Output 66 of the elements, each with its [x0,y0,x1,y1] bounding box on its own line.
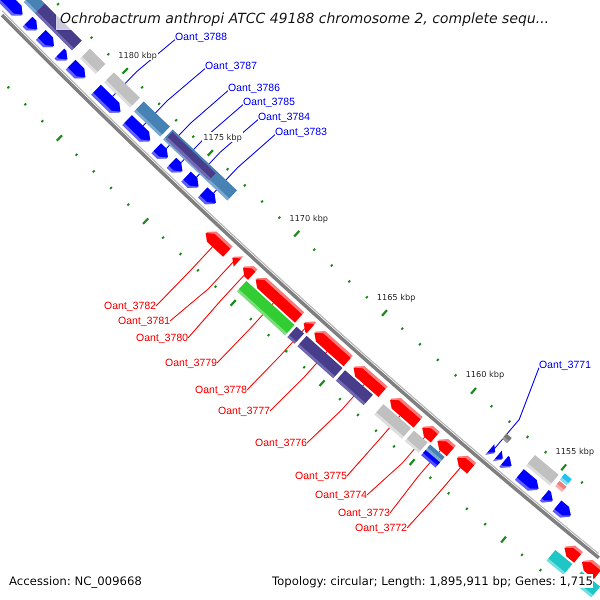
leader-line [366,436,426,496]
gene-label: Oant_3781 [118,315,170,327]
gene-marker [91,84,121,113]
gene-marker [514,469,539,491]
gene-label: Oant_3772 [355,522,407,534]
leader-line [494,367,540,450]
scale-label: 1160 kbp [464,369,506,380]
gene-marker [66,60,86,78]
gene-marker [540,490,553,503]
gene-marker [256,278,304,323]
gene-marker [304,321,316,334]
gene-marker [206,232,233,257]
gene-marker [166,158,183,173]
gene-marker [390,398,423,428]
gene-marker [456,456,476,474]
leader-line [246,328,306,390]
gene-marker [552,500,571,518]
gene-marker [485,444,496,455]
scale-label: 1165 kbp [376,292,416,302]
gene-marker [181,172,199,188]
gene-marker [354,366,388,397]
gene-marker [0,0,23,16]
gene-marker [422,426,440,442]
gene-label: Oant_3780 [136,332,188,344]
leader-line [170,261,234,322]
scale-label: 1170 kbp [288,212,329,223]
gene-label: Oant_3777 [218,405,270,417]
leader-line [188,274,245,338]
leader-line [406,467,461,528]
gene-label: Oant_3773 [338,507,390,519]
gene-label: Oant_3784 [258,111,310,123]
gene-marker [54,48,68,61]
gene-marker [492,450,503,462]
gene-marker [499,456,512,468]
scale-label: 1180 kbp [117,50,158,60]
leader-line [166,90,228,149]
footer-text: Accession: NC_009668 [9,574,142,588]
gene-marker [242,266,258,280]
gene-marker [122,115,150,142]
gene-marker [36,30,54,48]
gene-marker [437,439,456,456]
gene-label: Oant_3782 [104,300,156,312]
leader-line [156,246,213,306]
scale-label: 1155 kbp [554,446,596,456]
gene-marker [564,546,583,563]
gene-label: Oant_3778 [195,384,247,396]
leader-line [213,134,276,194]
gene-label: Oant_3785 [243,96,295,108]
gene-label: Oant_3788 [175,31,227,43]
gene-label: Oant_3771 [539,359,591,371]
gene-marker [22,16,38,31]
gene-label: Oant_3774 [315,489,367,501]
gene-label: Oant_3787 [205,60,257,72]
gene-marker [198,187,216,204]
gene-marker [151,143,168,159]
gene-marker [232,256,244,267]
gene-marker [314,331,353,366]
gene-label: Oant_3775 [295,470,347,482]
gene-label: Oant_3783 [275,126,327,138]
leader-line [390,450,441,514]
scale-label: 1175 kbp [202,132,243,142]
gene-label: Oant_3776 [255,437,307,449]
footer-text: Topology: circular; Length: 1,895,911 bp; Genes: 1,715 [272,574,593,588]
leader-line [142,68,206,126]
gene-label: Oant_3779 [165,357,217,369]
gene-label: Oant_3786 [228,82,280,94]
